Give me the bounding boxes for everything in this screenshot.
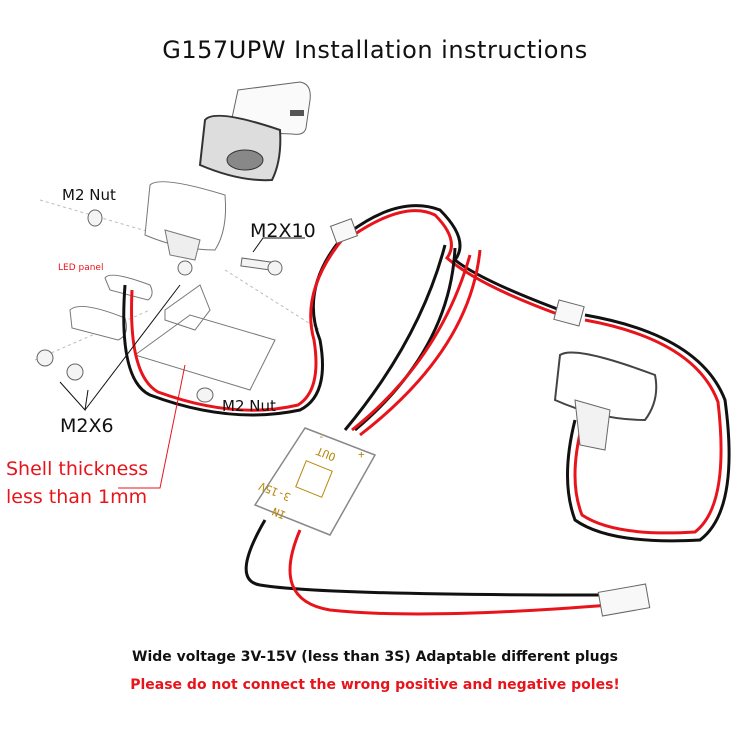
connector-2	[553, 299, 585, 327]
polarity-warning: Please do not connect the wrong positive…	[130, 677, 620, 693]
lamp-housing	[198, 114, 282, 182]
m2x10-screw	[240, 257, 273, 271]
label-m2x6: M2X6	[60, 415, 114, 437]
module-plus: +	[358, 448, 365, 461]
controller-module: OUT 3-15V IN + -	[253, 427, 377, 536]
wires	[122, 204, 731, 616]
label-led-panel: LED panel	[58, 263, 104, 273]
module-in-label: IN	[270, 505, 287, 522]
mount-bracket	[69, 274, 276, 391]
m2-nut-bottom	[196, 387, 214, 403]
m2x6-screw	[36, 349, 54, 367]
leader-lines	[59, 237, 305, 489]
label-m2-nut-bottom: M2 Nut	[222, 397, 276, 415]
label-shell-thickness-2: less than 1mm	[6, 486, 148, 508]
m2-nut-top	[87, 209, 103, 227]
connector-1	[329, 218, 359, 244]
voltage-note: Wide voltage 3V-15V (less than 3S) Adapt…	[132, 649, 618, 665]
label-m2x10: M2X10	[250, 220, 316, 242]
label-shell-thickness-1: Shell thickness	[6, 458, 149, 480]
led-reflector	[144, 181, 226, 261]
label-m2-nut-top: M2 Nut	[62, 186, 116, 204]
page-title: G157UPW Installation instructions	[162, 36, 588, 64]
plug	[597, 583, 651, 617]
installed-lamp	[553, 351, 658, 451]
module-minus: -	[318, 430, 325, 443]
